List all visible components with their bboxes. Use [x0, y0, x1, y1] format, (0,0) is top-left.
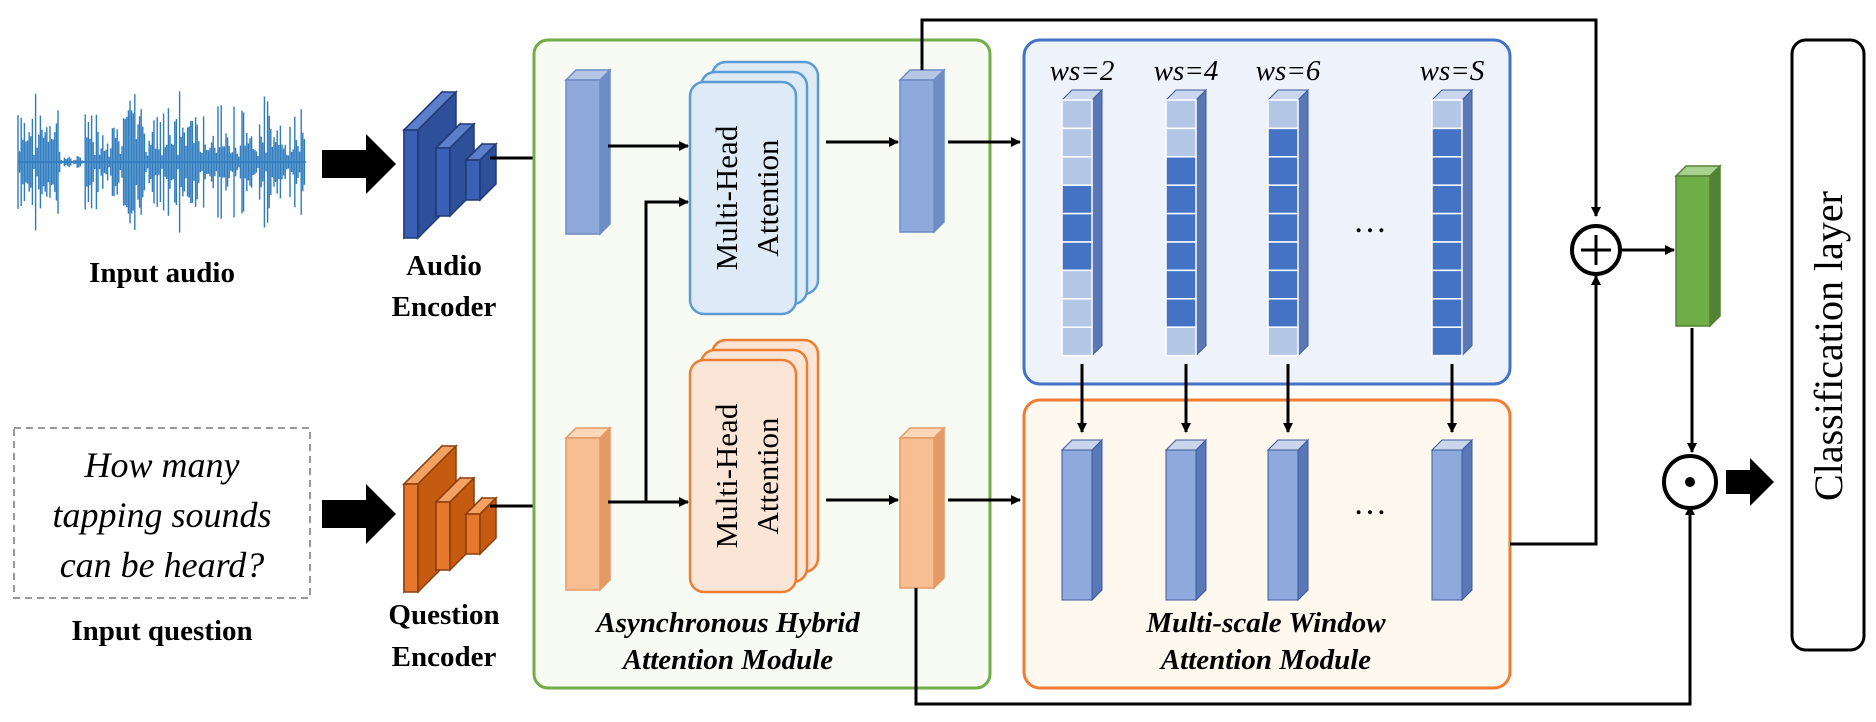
arrow-icon [322, 134, 396, 194]
audio-feature-bar [564, 68, 612, 236]
mha-question-label-2: Attention [750, 417, 785, 535]
input-audio-label: Input audio [89, 257, 235, 289]
ws-label-s: ws=S [1420, 55, 1485, 87]
audio-encoder-label-1: Audio [406, 250, 482, 282]
question-encoder-icon [402, 444, 498, 594]
add-icon [1570, 224, 1622, 276]
classification-layer-box [1790, 38, 1866, 652]
window-column [1060, 88, 1104, 357]
ahm-title-2: Attention Module [621, 644, 833, 676]
mha-audio-block [688, 60, 820, 316]
window-column [1164, 88, 1208, 357]
ws-label-2: ws=2 [1050, 55, 1115, 87]
mha-question-block [688, 338, 820, 594]
question-output-bar [898, 426, 946, 590]
window-attention-bar [1266, 438, 1310, 602]
mwa-title-1: Multi-scale Window [1145, 607, 1386, 639]
question-line-2: tapping sounds [52, 495, 271, 535]
skip-connection-audio [920, 18, 1601, 217]
arrow-icon [322, 484, 396, 544]
mha-audio-label-1: Multi-Head [709, 125, 744, 270]
question-encoder-label-2: Encoder [392, 641, 497, 673]
waveform-icon [17, 91, 306, 233]
multiply-icon [1662, 454, 1718, 510]
ws-label-4: ws=4 [1154, 55, 1219, 87]
input-question-box [13, 427, 311, 599]
question-line-3: can be heard? [60, 545, 265, 585]
window-column [1430, 88, 1474, 357]
mwa-title-2: Attention Module [1159, 644, 1371, 676]
ellipsis-top: … [1353, 203, 1387, 240]
classification-layer-label: Classification layer [1806, 191, 1851, 501]
input-question-label: Input question [71, 615, 252, 647]
question-line-1: How many [84, 445, 240, 485]
audio-output-bar [898, 68, 946, 234]
skip-connection-question [914, 505, 1695, 706]
fused-feature-bar [1674, 164, 1722, 328]
window-attention-bar [1164, 438, 1208, 602]
window-attention-bar [1430, 438, 1474, 602]
ahm-title-1: Asynchronous Hybrid [594, 607, 860, 639]
window-column [1266, 88, 1310, 357]
audio-encoder-icon [402, 90, 498, 240]
arrow-icon [1510, 275, 1601, 546]
mha-audio-label-2: Attention [750, 139, 785, 257]
question-encoder-label-1: Question [388, 599, 499, 631]
window-attention-bar [1060, 438, 1104, 602]
ws-label-6: ws=6 [1256, 55, 1321, 87]
audio-encoder-label-2: Encoder [392, 291, 497, 323]
mha-question-label-1: Multi-Head [709, 403, 744, 548]
arrow-icon [1726, 458, 1774, 506]
window-partition-box [1022, 38, 1512, 386]
question-feature-bar [564, 426, 612, 592]
ellipsis-bottom: … [1353, 485, 1387, 522]
